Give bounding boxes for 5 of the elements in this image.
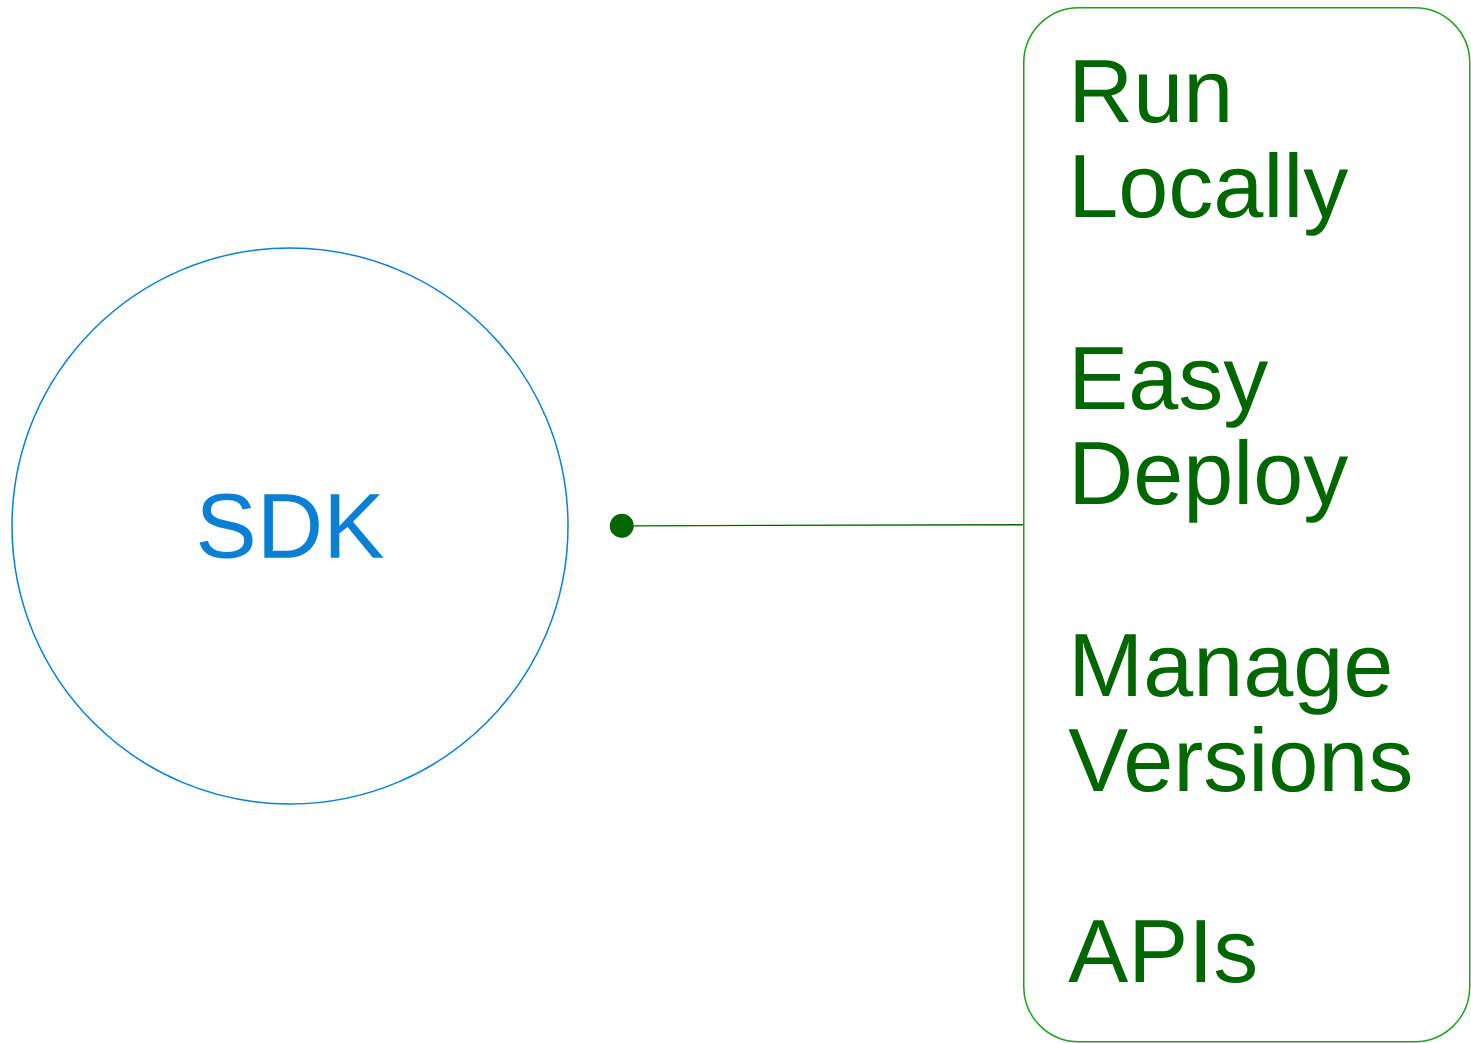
connector <box>609 513 1024 538</box>
feature-label: APIs <box>1068 920 1256 983</box>
feature-label: Easy Deploy <box>1075 347 1349 523</box>
feature-label: Run Locally <box>1075 60 1349 236</box>
feature-label: Manage Versions <box>1068 634 1411 792</box>
